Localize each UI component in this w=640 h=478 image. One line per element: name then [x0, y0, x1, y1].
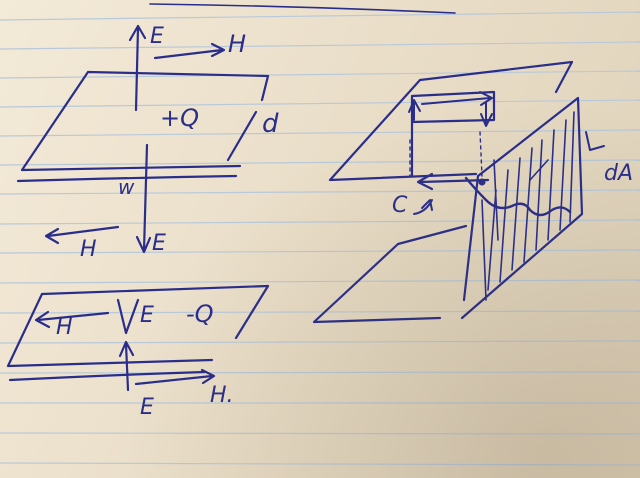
low-e-up-arrow: [118, 340, 135, 392]
mid-e-down-arrow: [116, 298, 140, 335]
bottom-plate-group: [6, 284, 270, 392]
low-h-label: H.: [210, 383, 234, 408]
amperian-loop-top: [410, 90, 496, 178]
loop-arrow-right: [480, 101, 493, 127]
right-da-label: dA: [604, 161, 633, 186]
bottom-plate-underline: [8, 370, 207, 382]
top-plate-underline: [16, 174, 238, 183]
top-e-arrow: [128, 24, 147, 112]
low-e-label: E: [140, 395, 154, 420]
top-bottom-h-label: H: [80, 237, 97, 262]
low-h-arrow: [134, 368, 216, 386]
top-e-label: E: [150, 24, 164, 49]
loop-arrow-left: [408, 99, 421, 121]
bottom-plate-outline: [6, 284, 270, 368]
top-h-left-arrow: [44, 225, 120, 245]
loop-c-curve: [413, 199, 433, 215]
top-plate-outline: [20, 70, 270, 172]
mid-e-label: E: [140, 303, 154, 328]
loop-arrow-top: [421, 91, 493, 106]
top-e-down-arrow: [135, 143, 152, 254]
da-callout-line: [585, 131, 605, 151]
top-bottom-e-label: E: [152, 231, 166, 256]
loop-dashed-side: [409, 131, 483, 177]
mid-q-label: -Q: [186, 300, 214, 328]
right-lower-plate: [312, 224, 468, 324]
right-plates-group: [312, 60, 605, 324]
surface-da-hatching: [481, 111, 575, 301]
top-plate-group: [16, 24, 270, 254]
top-edge-stroke: [149, 3, 456, 14]
mid-h-label: H: [56, 315, 73, 340]
top-w-label: w: [118, 175, 135, 199]
plus-q-label: +Q: [160, 104, 199, 132]
top-d-label: d: [262, 109, 279, 139]
top-h-arrow: [153, 42, 226, 60]
loop-arrow-bottom: [416, 172, 490, 191]
mid-h-arrow: [34, 310, 110, 329]
top-h-label: H: [228, 30, 246, 58]
squiggle-dot: [478, 178, 486, 186]
right-c-label: C: [392, 193, 408, 218]
surface-current-squiggle: [464, 176, 572, 217]
